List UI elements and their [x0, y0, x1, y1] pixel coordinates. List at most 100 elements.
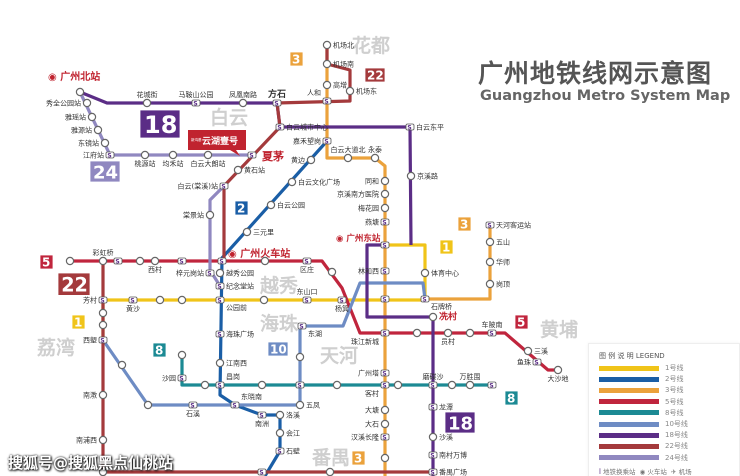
airport-icon: ✈ [668, 468, 677, 476]
transfer-station-icon [177, 257, 187, 265]
transfer-glyph: S [304, 258, 308, 265]
station-label: 南浦西 [76, 436, 97, 445]
station-label: 南洲 [255, 419, 269, 428]
station-icon [295, 400, 305, 410]
transfer-station-icon [380, 369, 390, 377]
legend-item-line-3: 3号线 [599, 385, 683, 395]
line-badge-3 [351, 450, 366, 466]
station-label: 广州塔 [358, 369, 379, 378]
transfer-station-icon [295, 381, 305, 389]
station-icon [485, 257, 495, 267]
transfer-station-icon [337, 296, 347, 304]
legend-item-line-18: 18号线 [599, 430, 688, 440]
transfer-station-icon [230, 401, 240, 409]
transfer-station-icon [428, 381, 438, 389]
station-label: 三元里 [253, 229, 274, 237]
station-icon [100, 138, 110, 148]
transfer-station-icon [302, 296, 312, 304]
station-icon [343, 153, 353, 163]
station-icon [143, 400, 153, 410]
station-icon [428, 312, 438, 322]
legend-item-line-8: 8号线 [599, 408, 683, 418]
legend-label: 22号线 [665, 442, 688, 451]
station-icon [287, 177, 297, 187]
station-label: 纪念堂站 [226, 282, 254, 291]
line-badge-number: 5 [517, 316, 525, 330]
station-icon [443, 328, 453, 338]
transfer-glyph: S [382, 268, 386, 275]
transfer-glyph: S [422, 296, 426, 303]
station-icon [203, 150, 213, 160]
transfer-glyph: S [232, 402, 236, 409]
transfer-glyph: S [489, 330, 493, 337]
transfer-station-icon [105, 151, 115, 159]
transfer-station-icon [380, 329, 390, 337]
transfer-glyph: S [299, 323, 303, 330]
transfer-glyph: S [221, 183, 225, 190]
station-icon [117, 360, 127, 370]
transfer-glyph: S [489, 382, 493, 389]
transfer-station-icon [322, 97, 332, 105]
transfer-glyph: S [487, 222, 491, 229]
station-label: 磨碟沙 [423, 372, 444, 381]
station-label: 东晓南 [241, 392, 262, 401]
station-label: 三溪 [534, 347, 548, 356]
station-label: 白云东平 [416, 123, 444, 132]
transfer-glyph: S [130, 297, 134, 304]
station-label: 白云(棠溪)站 [178, 182, 218, 191]
transfer-glyph: S [339, 297, 343, 304]
page-title: 广州地铁线网示意图 [478, 59, 713, 88]
transfer-station-icon [380, 267, 390, 275]
station-label: 燕塘 [365, 218, 379, 227]
transfer-glyph: S [100, 337, 104, 344]
transfer-station-icon [302, 257, 312, 265]
station-label: 龙潭 [439, 403, 453, 412]
station-label: 沙溪 [439, 433, 453, 442]
station-icon [155, 295, 165, 305]
station-icon [238, 98, 248, 108]
station-label: 车陂南 [482, 320, 503, 329]
transfer-station-icon [380, 218, 390, 226]
legend-item-line-24: 24号线 [599, 453, 688, 463]
legend-footer: ꟾ 地铁换乘站 ◉ 火车站 ✈ 机场 [599, 466, 692, 476]
district-label: 番禺 [311, 447, 350, 469]
legend-swatch [599, 421, 659, 427]
transfer-station-icon [247, 151, 257, 159]
station-label: 区庄 [300, 265, 314, 274]
line-badge-1 [71, 314, 86, 330]
station-icon [380, 189, 390, 199]
station-icon [322, 59, 332, 69]
legend-item-line-2: 2号线 [599, 374, 683, 384]
station-label: 黄沙 [126, 304, 140, 313]
station-label: 白云文化广场 [298, 178, 340, 187]
legend-title: 图 例 说 明 LEGEND [599, 352, 665, 360]
legend-transfer: 地铁换乘站 [603, 468, 636, 476]
transfer-station-icon [219, 182, 229, 190]
station-icon [98, 320, 108, 330]
station-label: 江南西 [226, 359, 247, 368]
station-icon [322, 80, 332, 90]
station-icon [150, 256, 160, 266]
line-badge-3 [289, 51, 304, 67]
station-icon [380, 419, 390, 429]
transfer-station-icon [428, 403, 438, 411]
station-label: 白云公园 [277, 201, 305, 210]
station-label: 白云大朗站 [191, 159, 226, 168]
transfer-station-icon [487, 381, 497, 389]
metro-line-18 [365, 243, 435, 476]
station-icon [485, 237, 495, 247]
station-label: 大石 [365, 420, 379, 429]
transfer-glyph: S [382, 219, 386, 226]
station-label: 洛溪 [286, 411, 300, 420]
station-label: 冼村 [439, 311, 457, 323]
station-icon [98, 390, 108, 400]
station-label: 越秀公园 [226, 269, 254, 278]
station-icon [393, 380, 403, 390]
station-label: 方石 [268, 88, 286, 100]
station-label: 马鞍山公园 [179, 90, 214, 99]
station-label: 沙园 [162, 375, 176, 383]
station-label: 东湖 [308, 329, 322, 338]
transfer-glyph: S [382, 434, 386, 441]
station-label: 石牌桥 [431, 302, 452, 311]
